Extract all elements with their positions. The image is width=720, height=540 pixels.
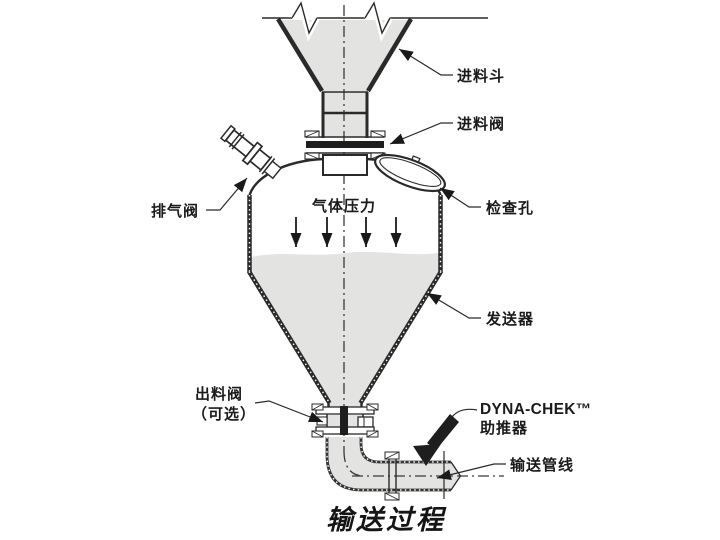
- feed-hopper-label: 进料斗: [457, 67, 505, 85]
- gas-pressure-label: 气体压力: [311, 197, 376, 215]
- booster-label: 助推器: [480, 419, 528, 437]
- leader-conveying-pipeline: [436, 463, 506, 481]
- inspection-port-label: 检查孔: [486, 199, 534, 217]
- booster-arrow: [413, 408, 478, 466]
- leader-vessel: [426, 292, 481, 319]
- booster-brand-label: DYNA-CHEK™: [480, 401, 592, 418]
- leader-feed-hopper: [398, 48, 453, 76]
- gas-pressure-arrows: [290, 217, 402, 247]
- diagram-title: 输送过程: [326, 505, 447, 535]
- center-line: [343, 5, 504, 477]
- discharge-valve-note-label: （可选）: [192, 405, 256, 423]
- inspection-port-shape: [374, 153, 446, 193]
- conveying-pipe-shape: [325, 437, 462, 492]
- leader-discharge-valve: [254, 400, 324, 423]
- leader-inspection-port: [439, 187, 481, 208]
- feed-hopper-shape: [276, 0, 413, 138]
- material-fill: [251, 20, 461, 490]
- feed-valve-label: 进料阀: [457, 115, 505, 133]
- exhaust-valve-label: 排气阀: [151, 202, 199, 220]
- leader-lines: [206, 48, 506, 481]
- exhaust-valve-shape: [219, 124, 282, 180]
- conveying-pipeline-label: 输送管线: [510, 456, 574, 474]
- leader-exhaust-valve: [206, 177, 248, 211]
- discharge-valve-label: 出料阀: [195, 385, 243, 403]
- feed-valve-shape: [304, 130, 386, 176]
- leader-feed-valve: [389, 122, 453, 145]
- discharge-valve-shape: [311, 403, 379, 438]
- vessel-label: 发送器: [485, 310, 534, 328]
